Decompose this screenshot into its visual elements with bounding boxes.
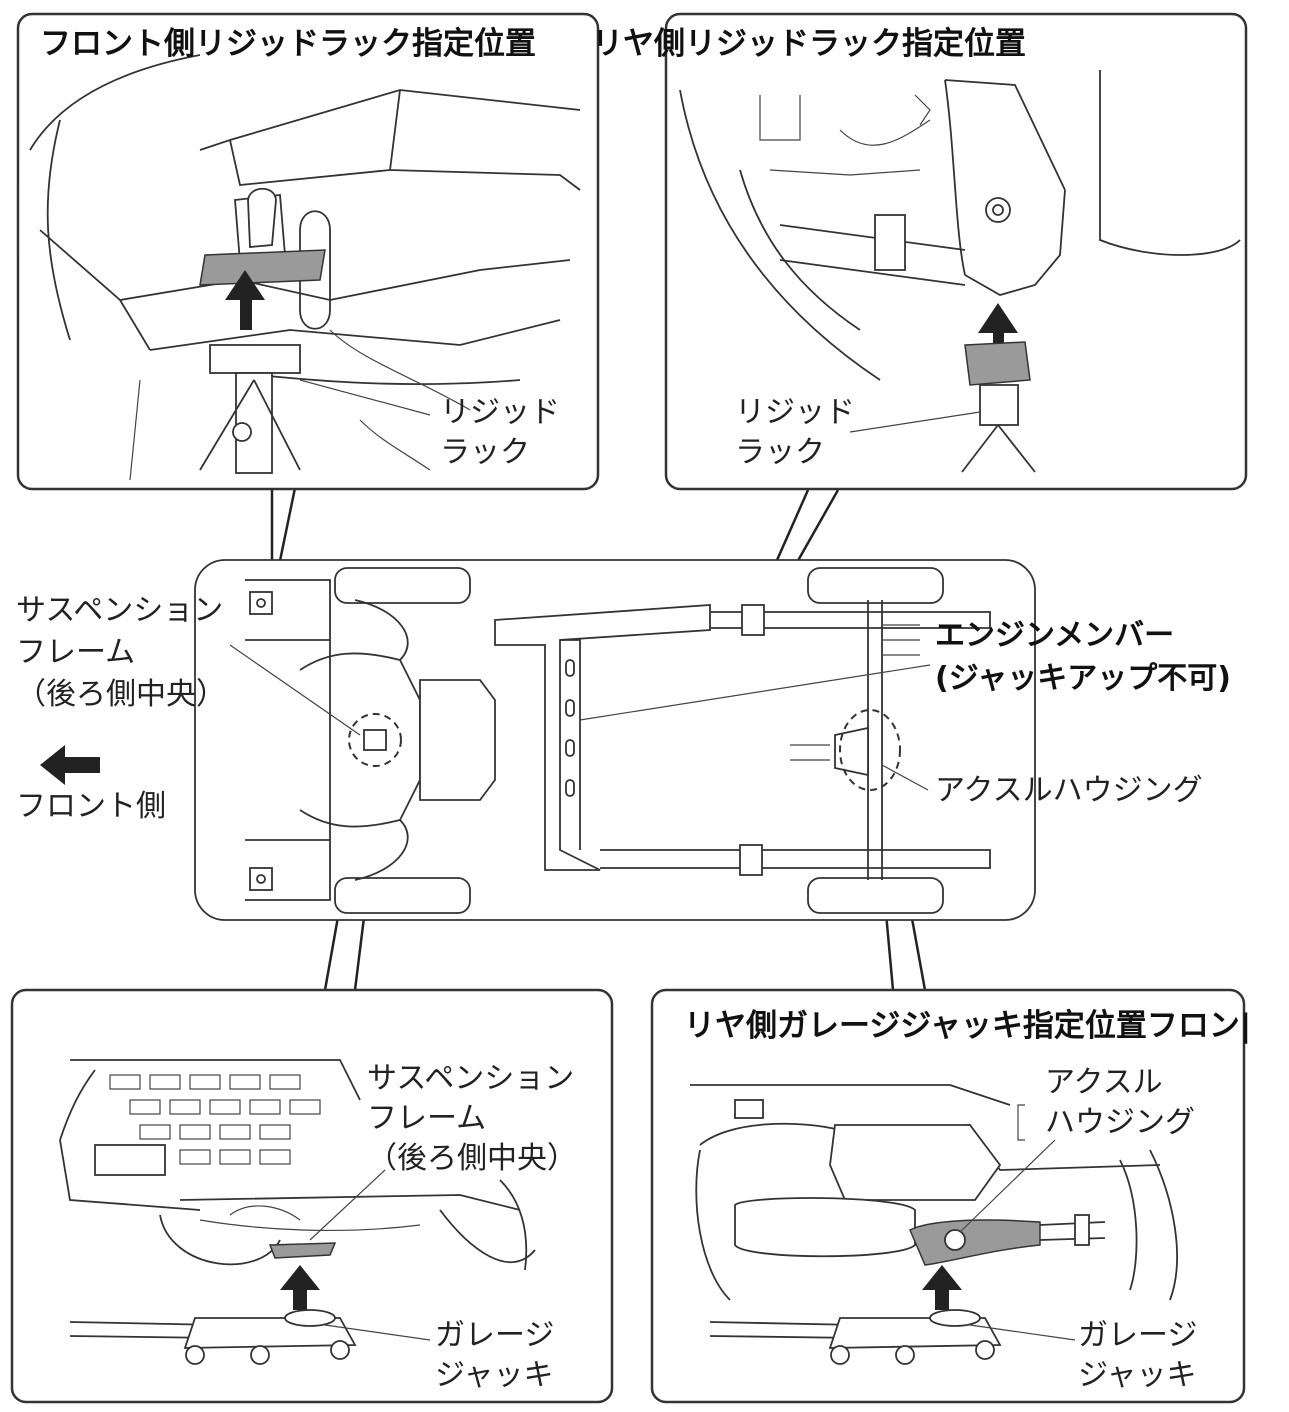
engine-member-label: エンジンメンバー [935, 618, 1174, 653]
rigid-rack-label: リジッド [735, 395, 855, 430]
suspension-frame-label: フレーム [367, 1101, 486, 1136]
rigid-rack-label: ラック [440, 435, 530, 470]
panel-front-rigid-rack: フロント側リジッドラック指定位置 リジッド ラック [16, 12, 600, 491]
suspension-frame-label: サスペンション [367, 1061, 574, 1096]
rear-jack-point-marker [839, 709, 901, 791]
panel-rear-rigid-rack: リヤ側リジッドラック指定位置 リジッド ラック [592, 12, 1248, 491]
vehicle-outline [194, 559, 1036, 921]
panel-frame [664, 12, 1248, 491]
axle-housing-label: アクスルハウジング [935, 773, 1203, 808]
garage-jack-label: ガレージ [435, 1318, 554, 1353]
up-arrow-icon [225, 270, 265, 330]
suspension-frame-label: （後ろ側中央） [367, 1141, 577, 1176]
rear-underbody-illustration [679, 70, 1241, 473]
panel-frame [10, 988, 614, 1404]
garage-jack-label: ジャッキ [435, 1358, 554, 1393]
panel-title: リヤ側リジッドラック指定位置 [592, 26, 1026, 62]
front-jack-point-marker [348, 713, 402, 767]
front-side-label: フロント側 [16, 789, 166, 824]
rigid-rack-label: ラック [735, 435, 825, 470]
front-jack-point-area [199, 249, 326, 286]
panel-title: リヤ側ガレージジャッキ指定位置フロン| [684, 1008, 1251, 1044]
rigid-rack-label: リジッド [440, 395, 560, 430]
up-arrow-icon [280, 1265, 320, 1310]
front-direction-arrow-icon [40, 745, 100, 785]
suspension-frame-label: フレーム [16, 635, 135, 670]
panel-front-garage-jack: サスペンション フレーム （後ろ側中央） ガレージ ジャッキ [10, 988, 614, 1404]
up-arrow-icon [922, 1265, 962, 1310]
rear-jack-illustration [690, 1084, 1178, 1365]
axle-housing-label: ハウジング [1045, 1105, 1195, 1140]
garage-jack-label: ジャッキ [1078, 1358, 1197, 1393]
panel-rear-garage-jack: リヤ側ガレージジャッキ指定位置フロン| アクスル ハウジング ガレージ ジャッキ [650, 988, 1251, 1404]
front-jack-illustration [59, 1059, 536, 1365]
engine-member-label: (ジャッキアップ不可) [935, 661, 1231, 696]
chassis-top-view [40, 559, 1036, 921]
suspension-frame-label: サスペンション [16, 593, 223, 628]
front-underbody-illustration [29, 54, 581, 481]
axle-housing-label: アクスル [1045, 1065, 1163, 1100]
garage-jack-label: ガレージ [1078, 1318, 1197, 1353]
rear-axle-jack-point-area [909, 1219, 1041, 1266]
panel-title: フロント側リジッドラック指定位置 [40, 26, 536, 62]
suspension-frame-label: （後ろ側中央） [16, 677, 226, 712]
up-arrow-icon [978, 303, 1018, 360]
